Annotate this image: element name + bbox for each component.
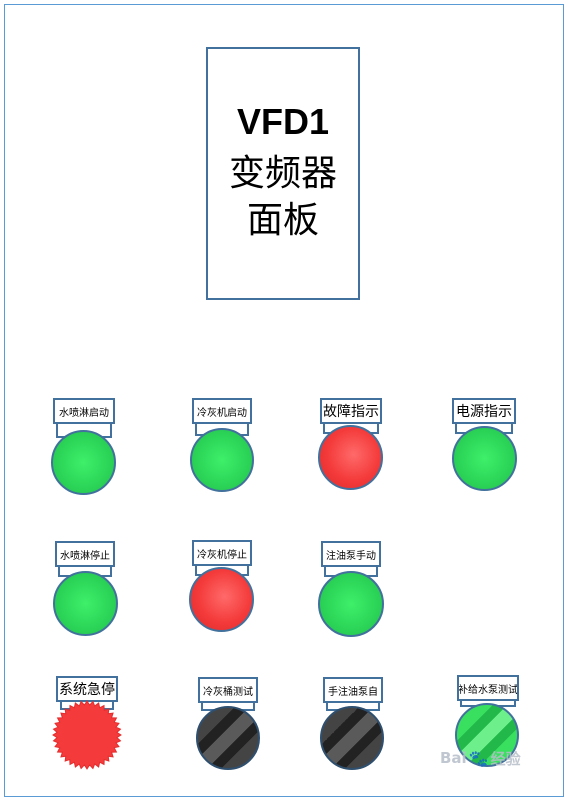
oil-pump-manual-button[interactable]: [318, 571, 384, 637]
watermark: Bai 🐾 经验: [440, 738, 560, 778]
label-ash-bucket-test: 冷灰桶测试: [198, 677, 258, 703]
ash-cooler-start-button[interactable]: [190, 428, 254, 492]
emergency-stop-button[interactable]: [52, 700, 122, 770]
makeup-water-pump-test-selector[interactable]: [455, 703, 519, 767]
label-makeup-water-pump-test: 补给水泵测试: [457, 675, 519, 701]
label-oil-pump-hand-auto: 手注油泵自: [323, 677, 383, 703]
label-ash-cooler-stop: 冷灰机停止: [192, 540, 252, 566]
oil-pump-hand-auto-selector[interactable]: [320, 706, 384, 770]
title-line-3: 面板: [246, 200, 319, 242]
water-spray-start-button[interactable]: [51, 430, 116, 495]
ash-bucket-test-selector[interactable]: [196, 706, 260, 770]
label-fault-indicator: 故障指示: [320, 398, 382, 424]
water-spray-stop-button[interactable]: [53, 571, 118, 636]
watermark-text-2: 经验: [490, 749, 521, 768]
power-indicator-lamp: [452, 426, 517, 491]
panel-title-box: VFD1 变频器 面板: [206, 47, 360, 300]
label-water-spray-start: 水喷淋启动: [53, 398, 115, 424]
watermark-text-1: Bai: [440, 749, 467, 767]
label-ash-cooler-start: 冷灰机启动: [192, 398, 252, 424]
label-water-spray-stop: 水喷淋停止: [55, 541, 115, 567]
label-oil-pump-manual: 注油泵手动: [321, 541, 381, 567]
ash-cooler-stop-button[interactable]: [189, 567, 254, 632]
fault-indicator-lamp: [318, 425, 383, 490]
label-emergency-stop: 系统急停: [56, 676, 118, 702]
label-power-indicator: 电源指示: [452, 398, 516, 424]
title-line-2: 变频器: [228, 152, 337, 194]
paw-icon: 🐾: [468, 748, 489, 768]
title-line-1: VFD1: [236, 101, 330, 143]
